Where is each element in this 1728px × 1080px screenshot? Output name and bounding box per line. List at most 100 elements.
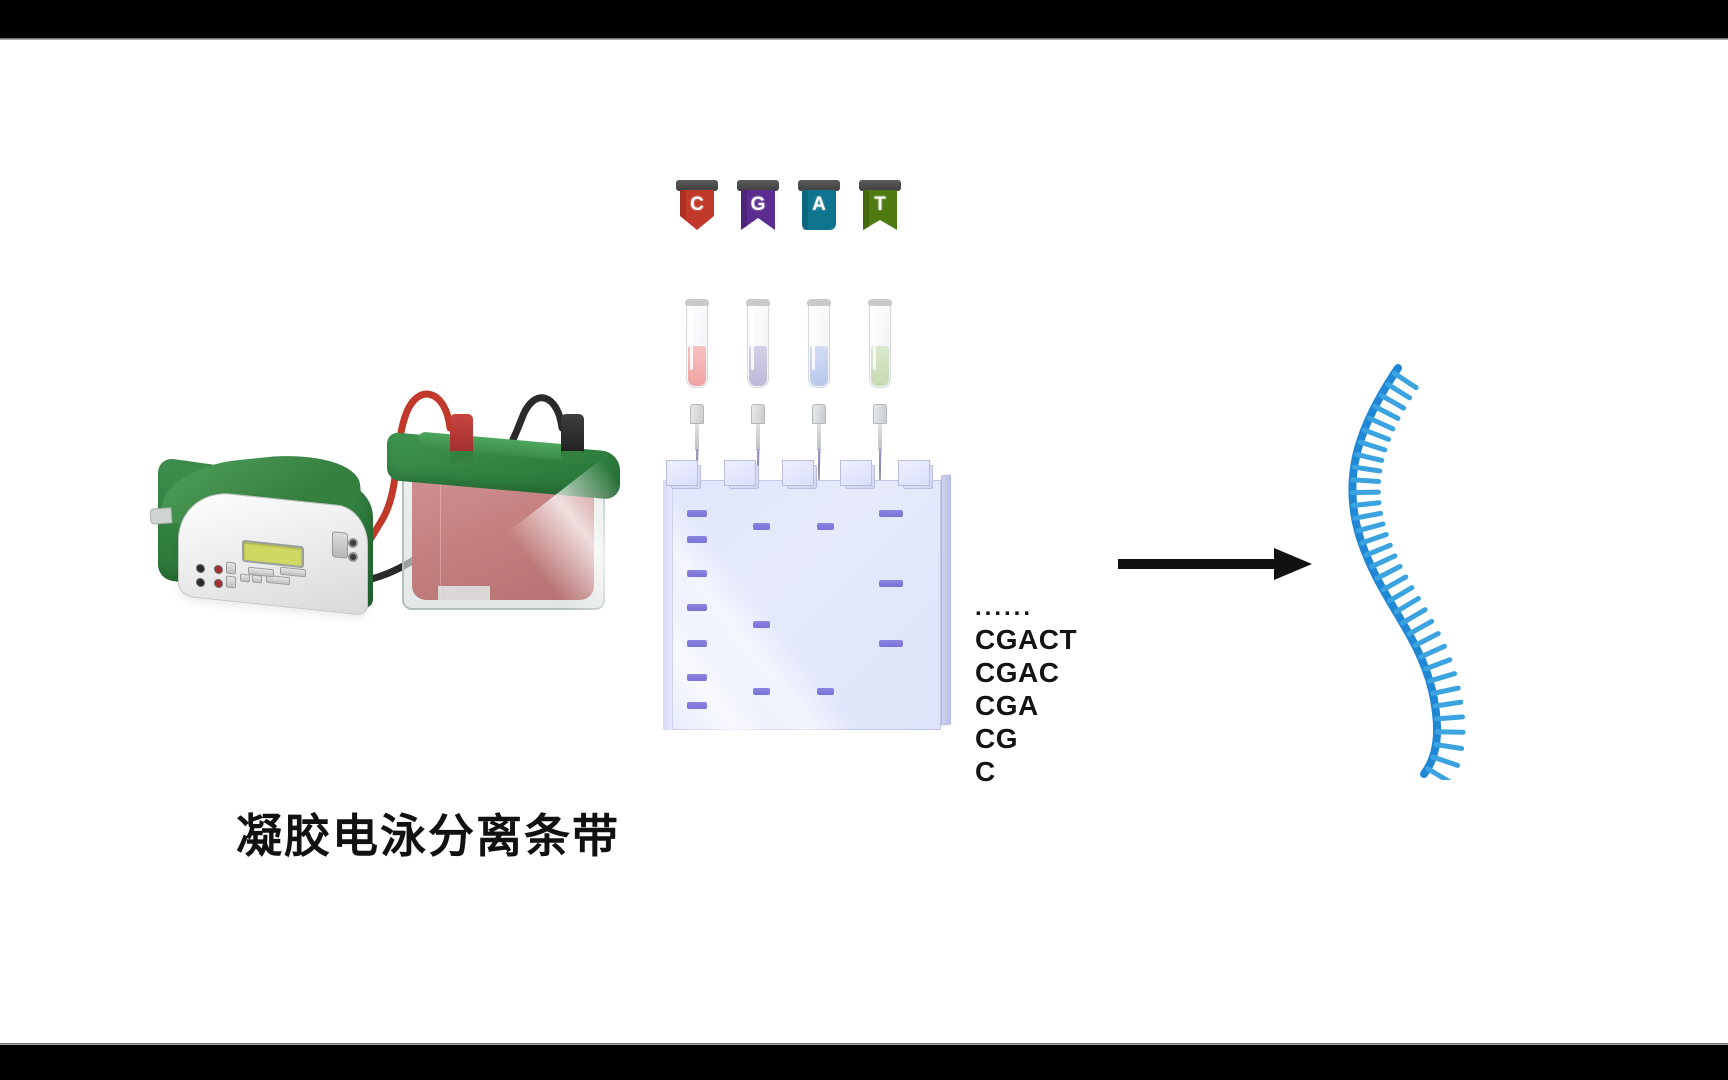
dna-base-tick bbox=[1400, 607, 1428, 626]
dna-base-tick bbox=[1372, 404, 1401, 421]
illustration-canvas: C G A bbox=[0, 40, 1728, 1045]
dna-base-tick bbox=[1366, 415, 1396, 432]
dna-base-ticks bbox=[1349, 370, 1466, 780]
dna-base-tick bbox=[1391, 370, 1419, 391]
caption-text: 凝胶电泳分离条带 bbox=[236, 809, 620, 863]
gel-band bbox=[687, 702, 707, 709]
gel-band bbox=[753, 523, 770, 530]
sequence-line: CGAC bbox=[975, 657, 1060, 688]
pipette-A[interactable] bbox=[812, 404, 826, 491]
sequence-line: CGA bbox=[975, 690, 1039, 721]
dna-base-tick bbox=[1393, 596, 1421, 615]
power-supply-port-3[interactable] bbox=[196, 577, 205, 588]
tag-letter-G: G bbox=[750, 194, 766, 215]
test-tube-T[interactable] bbox=[868, 299, 892, 388]
tube-highlight bbox=[873, 308, 876, 370]
gel-left-edge bbox=[663, 480, 673, 730]
power-supply-port-1[interactable] bbox=[196, 563, 205, 574]
tube-highlight bbox=[812, 308, 815, 370]
power-supply-jack-bottom[interactable] bbox=[348, 552, 358, 562]
tag-flag-notched-icon bbox=[741, 190, 775, 230]
tag-letter-T: T bbox=[874, 194, 886, 215]
gel-well-tooth-4 bbox=[840, 460, 875, 489]
pipette-body bbox=[873, 404, 887, 424]
gel-band bbox=[879, 640, 903, 647]
sequence-line: C bbox=[975, 756, 996, 787]
gel-band bbox=[687, 570, 707, 577]
test-tube-A[interactable] bbox=[807, 299, 831, 388]
dna-base-tick bbox=[1349, 489, 1381, 496]
tank-buffer-solution bbox=[412, 480, 594, 600]
test-tube-G[interactable] bbox=[746, 299, 770, 388]
letterbox-bottom-edge bbox=[0, 1043, 1728, 1045]
letterbox-bottom bbox=[0, 1045, 1728, 1080]
power-supply-port-2[interactable] bbox=[214, 564, 223, 575]
negative-electrode-connector[interactable] bbox=[561, 414, 584, 463]
dna-base-tick bbox=[1350, 477, 1382, 485]
arrow-head-icon bbox=[1274, 548, 1312, 580]
pipette-tip bbox=[817, 449, 821, 491]
dna-base-tick bbox=[1361, 427, 1391, 442]
tag-flag-flat-icon bbox=[802, 190, 836, 230]
pipette-body bbox=[751, 404, 765, 424]
dna-base-tick bbox=[1350, 500, 1382, 508]
gel-well-tooth-5 bbox=[898, 460, 933, 489]
dna-base-tick bbox=[1357, 439, 1388, 453]
dna-base-tick bbox=[1380, 574, 1409, 593]
dna-base-tick bbox=[1434, 729, 1466, 735]
power-supply-jack-top[interactable] bbox=[348, 538, 358, 548]
power-supply-port-4[interactable] bbox=[214, 578, 223, 589]
gel-well-comb bbox=[663, 460, 951, 489]
dna-base-tick bbox=[1387, 585, 1415, 604]
tube-highlight bbox=[690, 308, 693, 370]
power-supply-button-left-b[interactable] bbox=[226, 575, 236, 589]
dna-base-tick bbox=[1363, 542, 1393, 558]
sequence-readout: ...... CGACT CGAC CGA CG C bbox=[975, 596, 1145, 791]
dna-base-tick bbox=[1425, 766, 1452, 780]
gel-slab-face bbox=[663, 480, 941, 730]
electrophoresis-apparatus bbox=[149, 380, 630, 670]
gel-band bbox=[687, 640, 707, 647]
power-supply-side-block bbox=[332, 531, 348, 559]
reagent-tag-C[interactable]: C bbox=[676, 180, 718, 230]
dna-base-tick bbox=[1406, 618, 1435, 637]
dna-base-tick bbox=[1352, 510, 1384, 521]
tag-flag-pointed-icon bbox=[680, 190, 714, 230]
tag-flag-notched-icon bbox=[863, 190, 897, 230]
dna-base-tick bbox=[1433, 742, 1465, 751]
dna-base-tick bbox=[1423, 657, 1453, 672]
reagent-tag-G[interactable]: G bbox=[737, 180, 779, 230]
dna-base-tick bbox=[1427, 671, 1458, 684]
power-supply-side-nub bbox=[149, 507, 173, 525]
gel-band bbox=[879, 510, 903, 517]
pipette-tip bbox=[878, 449, 882, 491]
dna-base-tick bbox=[1412, 631, 1441, 648]
gel-band bbox=[687, 674, 707, 681]
letterbox-top bbox=[0, 0, 1728, 40]
pipette-T[interactable] bbox=[873, 404, 887, 491]
reagent-tag-A[interactable]: A bbox=[798, 180, 840, 230]
sequence-line: CG bbox=[975, 723, 1018, 754]
power-supply-button-left-a[interactable] bbox=[226, 561, 236, 575]
dna-base-tick bbox=[1432, 699, 1464, 709]
gel-band bbox=[879, 580, 903, 587]
tag-cap-icon bbox=[676, 180, 718, 191]
tube-highlight bbox=[751, 308, 754, 370]
dna-base-tick bbox=[1359, 531, 1389, 546]
gel-band bbox=[817, 523, 834, 530]
pipette-stem bbox=[817, 424, 821, 450]
process-arrow bbox=[1118, 548, 1313, 580]
gel-band bbox=[817, 688, 834, 695]
tag-letter-A: A bbox=[812, 194, 826, 215]
dna-base-tick bbox=[1368, 553, 1398, 570]
dna-base-tick bbox=[1430, 685, 1461, 696]
gel-right-edge bbox=[941, 474, 951, 726]
test-tube-C[interactable] bbox=[685, 299, 709, 388]
tag-cap-icon bbox=[859, 180, 901, 191]
power-supply-button-c[interactable] bbox=[240, 573, 250, 583]
sequence-ellipsis: ...... bbox=[975, 594, 1034, 621]
arrow-shaft bbox=[1118, 559, 1278, 569]
positive-electrode-connector[interactable] bbox=[450, 414, 473, 463]
reagent-tag-T[interactable]: T bbox=[859, 180, 901, 230]
